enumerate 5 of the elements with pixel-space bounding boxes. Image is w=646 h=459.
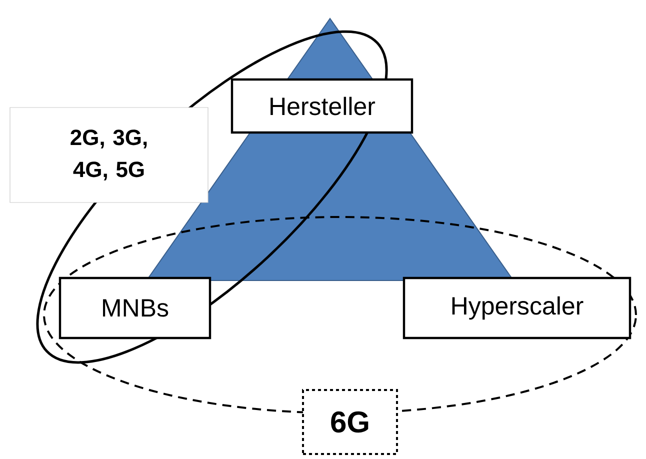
label-box: Hersteller bbox=[230, 78, 414, 134]
label-box: 6G bbox=[302, 389, 398, 455]
text-box: 2G, 3G, 4G, 5G bbox=[10, 107, 208, 203]
label-box: Hyperscaler bbox=[402, 276, 632, 340]
label-box: MNBs bbox=[58, 276, 212, 340]
